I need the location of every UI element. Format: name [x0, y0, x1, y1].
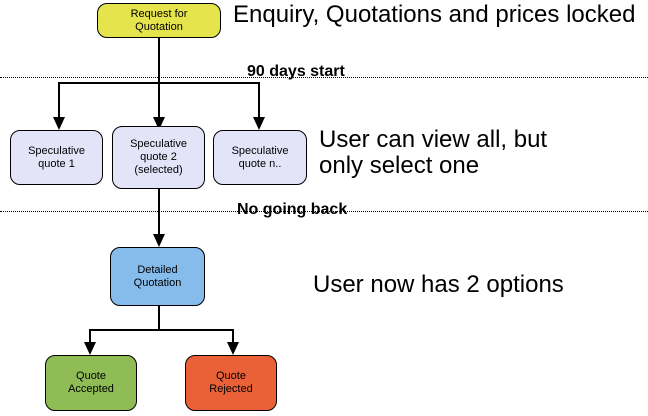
connector-request-down [158, 38, 160, 82]
arrowhead-spec1-icon [53, 117, 65, 130]
connector-drop-spec2 [158, 82, 160, 118]
connector-branch-bottom [89, 329, 233, 331]
node-quote-rejected: Quote Rejected [185, 355, 277, 411]
connector-spec2-detailed [158, 189, 160, 235]
phase-separator-line-1 [0, 77, 648, 78]
connector-detailed-down [158, 306, 160, 330]
arrowhead-specn-icon [253, 117, 265, 130]
annotation-no-going-back: No going back [237, 201, 348, 218]
node-speculative-quote-1: Speculative quote 1 [10, 130, 103, 185]
node-speculative-quote-n: Speculative quote n.. [213, 130, 307, 185]
annotation-enquiry-quotations-locked: Enquiry, Quotations and prices locked [233, 1, 636, 28]
connector-drop-accepted [89, 329, 91, 343]
annotation-90-days-start: 90 days start [247, 63, 345, 80]
connector-drop-spec1 [58, 82, 60, 118]
arrowhead-accepted-icon [84, 342, 96, 355]
arrowhead-rejected-icon [227, 342, 239, 355]
node-detailed-quotation: Detailed Quotation [110, 247, 205, 306]
arrowhead-detailed-icon [153, 234, 165, 247]
node-quote-accepted: Quote Accepted [45, 355, 137, 411]
connector-drop-rejected [232, 329, 234, 343]
annotation-user-two-options: User now has 2 options [313, 271, 564, 298]
node-request-for-quotation: Request for Quotation [97, 3, 221, 38]
phase-separator-line-2 [0, 211, 648, 212]
node-speculative-quote-2-selected: Speculative quote 2 (selected) [112, 126, 205, 189]
connector-drop-specn [258, 82, 260, 118]
annotation-user-can-view-all: User can view all, but only select one [319, 126, 548, 179]
